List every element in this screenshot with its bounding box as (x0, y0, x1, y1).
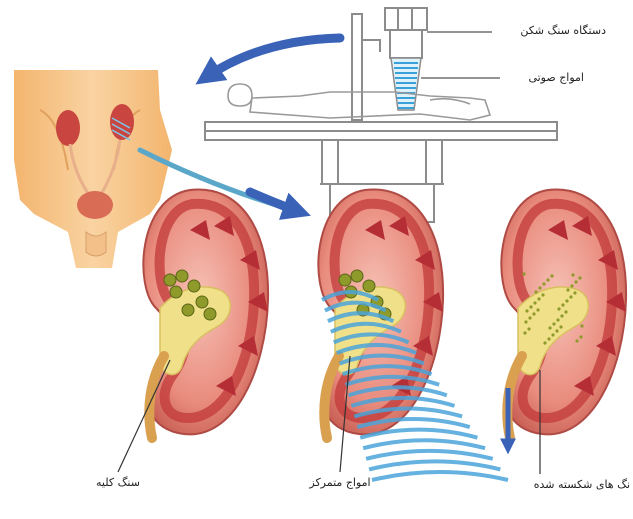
stone-fragment (555, 329, 558, 332)
stone-fragment (565, 299, 568, 302)
label-kidney-stone: سنگ کلیه (78, 476, 158, 489)
leader-lines-top (421, 32, 500, 78)
stone-fragment (569, 295, 572, 298)
stone-fragment (579, 335, 582, 338)
label-focused-waves: امواج متمرکز (290, 476, 390, 489)
stone-fragment (548, 326, 551, 329)
stone-fragment (542, 282, 545, 285)
stone-fragment (523, 331, 526, 334)
kidney-icon (143, 189, 268, 438)
shock-wave-arc (372, 472, 508, 480)
stone-fragment (561, 303, 564, 306)
shock-wave-arc (363, 440, 485, 448)
stone-fragment (564, 310, 567, 313)
stone-fragment (571, 273, 574, 276)
stone-fragment (566, 288, 569, 291)
stone-fragment (580, 324, 583, 327)
stone-fragment (534, 290, 537, 293)
label-sound-waves: امواج صوتی (504, 71, 584, 84)
stone-fragment (556, 318, 559, 321)
stone-fragment (551, 333, 554, 336)
stone-fragment (560, 314, 563, 317)
kidney-stone (164, 274, 176, 286)
stone-fragment (547, 337, 550, 340)
stone-fragment (529, 305, 532, 308)
stone-fragment (546, 278, 549, 281)
arrow-icon (205, 38, 340, 78)
label-broken-stones: نگ های شکسته شده (510, 478, 630, 491)
stone-fragment (543, 341, 546, 344)
stone-fragment (550, 274, 553, 277)
stone-fragment (552, 322, 555, 325)
patient-outline-icon (228, 84, 490, 120)
stone-fragment (575, 339, 578, 342)
stone-fragment (559, 325, 562, 328)
stone-fragment (541, 293, 544, 296)
arrow-icon (250, 192, 300, 212)
stone-fragment (537, 297, 540, 300)
stone-fragment (557, 307, 560, 310)
stone-fragment (574, 280, 577, 283)
stone-fragment (578, 276, 581, 279)
transducer-coil-icon (391, 58, 421, 110)
kidney-stone (170, 286, 182, 298)
kidney-stone (363, 280, 375, 292)
shock-wave-arc (366, 451, 493, 459)
kidney-stone (176, 270, 188, 282)
kidney-stone (339, 274, 351, 286)
kidney-icon (501, 189, 626, 438)
shock-wave-arc (369, 461, 500, 469)
stone-fragment (525, 309, 528, 312)
stone-fragment (538, 286, 541, 289)
stone-fragment (527, 327, 530, 330)
kidney-stone (204, 308, 216, 320)
kidney-stone (182, 304, 194, 316)
stone-fragment (570, 284, 573, 287)
label-lithotripter: دستگاه سنگ شکن (496, 24, 606, 37)
stone-fragment (522, 272, 525, 275)
stone-fragment (528, 316, 531, 319)
stone-fragment (524, 320, 527, 323)
kidney-stone (196, 296, 208, 308)
stone-fragment (536, 308, 539, 311)
kidney-stone (188, 280, 200, 292)
stone-fragment (532, 312, 535, 315)
stone-fragment (533, 301, 536, 304)
stone-fragment (573, 291, 576, 294)
kidney-stone (351, 270, 363, 282)
